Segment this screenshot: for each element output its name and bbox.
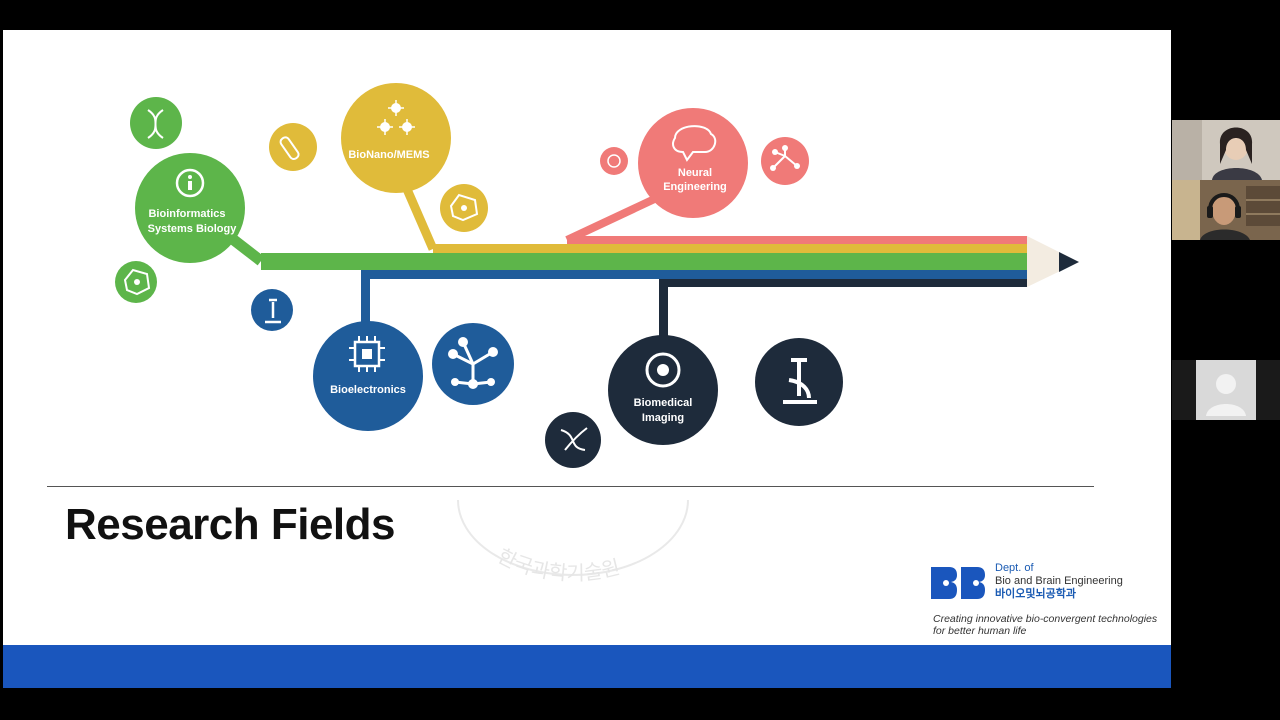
field-label: Imaging (642, 412, 684, 424)
microscope-icon (755, 338, 843, 426)
participant-video (1172, 120, 1280, 180)
dept-line: Bio and Brain Engineering (995, 575, 1123, 587)
cell-icon (440, 184, 488, 232)
field-label: Neural (678, 167, 712, 179)
field-neural-engineering: Neural Engineering (638, 108, 748, 218)
tagline: Creating innovative bio-convergent techn… (933, 613, 1157, 637)
field-bioelectronics: Bioelectronics (313, 321, 423, 431)
bb-logo-mark (931, 567, 985, 599)
slide-footer-bar (3, 645, 1171, 688)
test-tube-icon (269, 123, 317, 171)
field-bioinformatics: Bioinformatics Systems Biology (135, 153, 245, 263)
dna-icon (545, 412, 601, 468)
molecule-icon (761, 137, 809, 185)
field-bionano: BioNano/MEMS (341, 83, 451, 193)
aperture-icon (645, 352, 681, 388)
default-avatar-icon (1172, 360, 1280, 420)
field-label: Biomedical (634, 397, 693, 409)
microscope-icon (251, 289, 293, 331)
field-label: Engineering (663, 181, 727, 193)
field-label: BioNano/MEMS (348, 149, 429, 161)
tagline-line: for better human life (933, 625, 1027, 637)
participant-avatar-tile[interactable] (1172, 360, 1280, 420)
svg-text:한국과학기술원: 한국과학기술원 (494, 544, 623, 586)
field-label: Bioinformatics (148, 208, 225, 220)
field-label: Bioelectronics (330, 384, 406, 396)
dept-korean: 바이오및뇌공학과 (995, 588, 1076, 600)
dna-icon (130, 97, 182, 149)
field-biomedical-imaging: Biomedical Imaging (608, 335, 718, 445)
pencil-graphic (204, 178, 1079, 339)
cell-icon (600, 147, 628, 175)
divider (47, 486, 1094, 487)
info-icon (175, 168, 205, 198)
cell-icon (115, 261, 157, 303)
molecule-icon (432, 323, 514, 405)
participant-video-tile[interactable] (1172, 120, 1280, 180)
department-logo: Dept. of Bio and Brain Engineering 바이오및뇌… (931, 560, 1166, 650)
department-name: Dept. of Bio and Brain Engineering 바이오및뇌… (995, 562, 1123, 601)
brain-icon (672, 125, 717, 162)
slide-title: Research Fields (65, 500, 396, 549)
dept-line: Dept. of (995, 562, 1034, 574)
participant-video-tile[interactable] (1172, 180, 1280, 240)
participant-video (1172, 180, 1280, 240)
tagline-line: Creating innovative bio-convergent techn… (933, 613, 1158, 625)
research-fields-graphic: Bioinformatics Systems Biology BioNano/M… (115, 83, 1079, 468)
presentation-slide: Bioinformatics Systems Biology BioNano/M… (3, 30, 1171, 688)
university-seal-watermark: 한국과학기술원 (457, 499, 689, 586)
field-label: Systems Biology (148, 223, 238, 235)
